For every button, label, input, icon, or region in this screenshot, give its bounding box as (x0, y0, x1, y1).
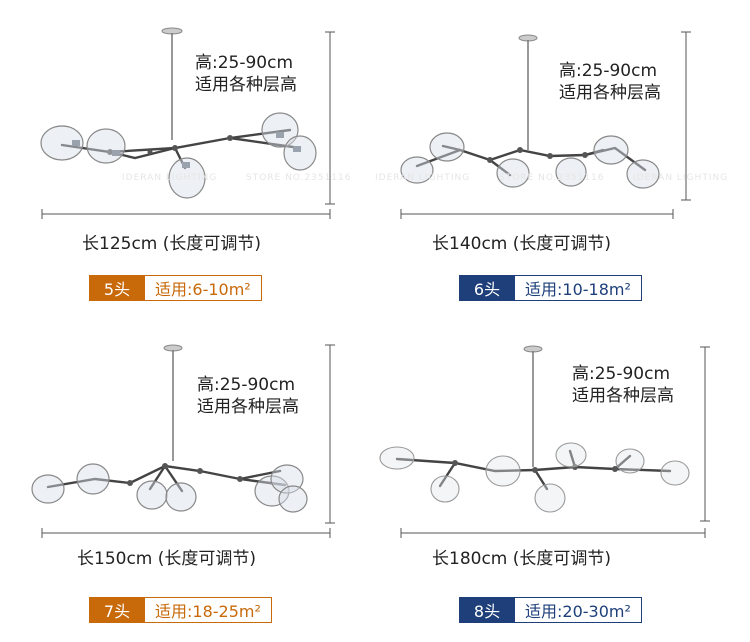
chandelier-8-heads-illustration (379, 345, 710, 538)
height-applicability: 适用各种层高 (197, 397, 299, 417)
product-panel-7-heads: 高:25-90cm 适用各种层高 长150cm (长度可调节) 7头 适用:18… (0, 321, 375, 642)
spec-badge: 5头 适用:6-10m² (89, 275, 262, 301)
chandelier-6-heads-illustration (400, 31, 691, 219)
area-range: 适用:20-30m² (515, 597, 642, 623)
watermark-store: STORE NO.2351116 (246, 173, 352, 183)
height-applicability: 适用各种层高 (559, 83, 661, 103)
watermark-brand: IDERAN LIGHTING (375, 173, 471, 183)
head-count: 7头 (89, 597, 145, 623)
chandelier-7-heads-illustration (31, 344, 335, 538)
height-applicability: 适用各种层高 (195, 75, 297, 95)
spec-badge: 8头 适用:20-30m² (459, 597, 642, 623)
area-range: 适用:18-25m² (145, 597, 272, 623)
height-range: 高:25-90cm (572, 364, 671, 384)
length-spec: 长140cm (长度可调节) (432, 234, 612, 254)
height-range: 高:25-90cm (195, 53, 294, 73)
length-spec: 长150cm (长度可调节) (77, 549, 257, 569)
head-count: 5头 (89, 275, 145, 301)
product-panel-5-heads: 高:25-90cm 适用各种层高 IDERAN LIGHTING STORE N… (0, 0, 375, 321)
length-spec: 长125cm (长度可调节) (82, 234, 262, 254)
head-count: 8头 (459, 597, 515, 623)
height-range: 高:25-90cm (197, 375, 296, 395)
product-panel-8-heads: 高:25-90cm 适用各种层高 长180cm (长度可调节) 8头 适用:20… (375, 321, 750, 642)
spec-badge: 7头 适用:18-25m² (89, 597, 272, 623)
height-spec: 高:25-90cm 适用各种层高 (197, 374, 299, 418)
height-spec: 高:25-90cm 适用各种层高 (195, 52, 297, 96)
product-panel-6-heads: 高:25-90cm 适用各种层高 IDERAN LIGHTING STORE N… (375, 0, 750, 321)
height-applicability: 适用各种层高 (572, 386, 674, 406)
height-spec: 高:25-90cm 适用各种层高 (559, 60, 661, 104)
area-range: 适用:10-18m² (515, 275, 642, 301)
height-range: 高:25-90cm (559, 61, 658, 81)
watermark-brand-right: IDERAN LIGHTING (633, 173, 729, 183)
chandelier-5-heads-illustration (40, 27, 335, 219)
watermark-brand: IDERAN LIGHTING (122, 173, 218, 183)
height-spec: 高:25-90cm 适用各种层高 (572, 363, 674, 407)
spec-badge: 6头 适用:10-18m² (459, 275, 642, 301)
head-count: 6头 (459, 275, 515, 301)
area-range: 适用:6-10m² (145, 275, 262, 301)
watermark-store: STORE NO.2351116 (499, 173, 605, 183)
length-spec: 长180cm (长度可调节) (432, 549, 612, 569)
